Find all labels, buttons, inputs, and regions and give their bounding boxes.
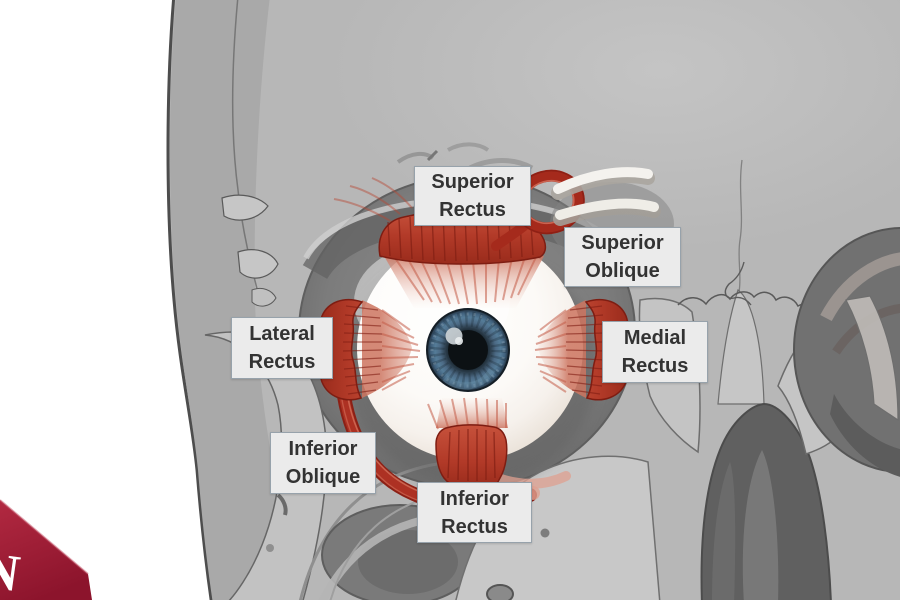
label-line: Lateral bbox=[249, 323, 315, 345]
label-line: Rectus bbox=[621, 355, 689, 377]
temporal-region bbox=[170, 0, 302, 600]
infraorbital-foramen bbox=[486, 584, 514, 600]
iris bbox=[426, 308, 510, 392]
label-line: Medial bbox=[623, 327, 687, 349]
unmc-logo-n: N bbox=[0, 542, 23, 600]
label-inferior-oblique: Inferior Oblique bbox=[270, 432, 376, 494]
label-medial-rectus: Medial Rectus bbox=[602, 321, 708, 383]
label-line: Superior bbox=[581, 232, 664, 254]
nasal-aperture bbox=[700, 402, 832, 600]
inferior-rectus-muscle bbox=[427, 397, 571, 491]
nasal-bone bbox=[717, 289, 765, 405]
right-eye-socket bbox=[793, 227, 900, 477]
nasomaxillary-suture bbox=[677, 291, 821, 315]
label-superior-rectus: Superior Rectus bbox=[414, 166, 531, 226]
maxilla bbox=[455, 455, 661, 600]
label-line: Oblique bbox=[585, 260, 660, 282]
label-line: Rectus bbox=[248, 351, 316, 373]
label-line: Inferior bbox=[440, 487, 509, 510]
label-line: Oblique bbox=[285, 466, 361, 488]
label-line: Rectus bbox=[439, 199, 506, 221]
label-lateral-rectus: Lateral Rectus bbox=[231, 317, 333, 379]
label-line: Rectus bbox=[441, 515, 508, 538]
trochlea bbox=[551, 167, 661, 226]
label-line: Superior bbox=[431, 171, 514, 193]
label-superior-oblique: Superior Oblique bbox=[564, 227, 681, 287]
label-inferior-rectus: Inferior Rectus bbox=[417, 482, 532, 543]
label-line: Inferior bbox=[288, 438, 358, 460]
unmc-banner: N bbox=[0, 499, 92, 600]
